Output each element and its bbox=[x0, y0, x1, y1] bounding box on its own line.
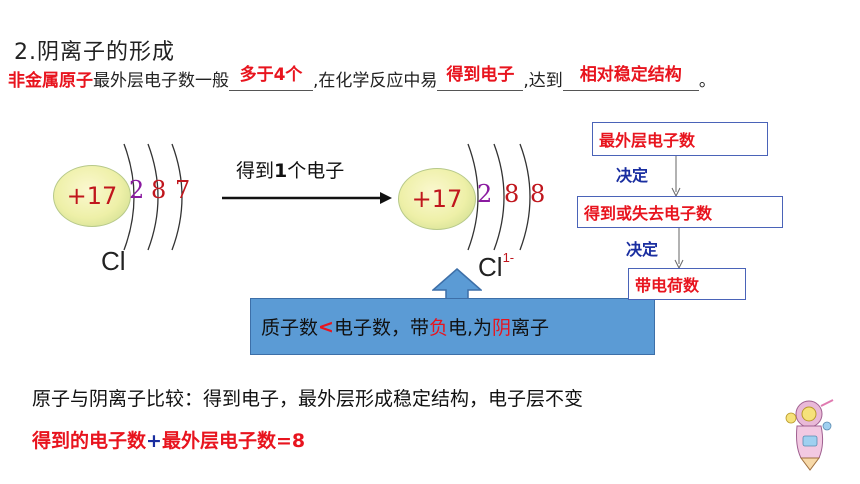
flow-box-outer-electrons: 最外层电子数 bbox=[592, 122, 768, 156]
intro-sentence: 非金属原子最外层电子数一般多于4个,在化学反应中易得到电子,达到相对稳定结构。 bbox=[8, 65, 716, 91]
atom-symbol: Cl bbox=[101, 246, 126, 276]
blank-more-than-four: 多于4个 bbox=[229, 65, 313, 91]
atom-shell-arcs bbox=[123, 143, 183, 251]
flow-arrow-1 bbox=[671, 156, 681, 198]
atom-nucleus: +17 bbox=[53, 165, 131, 227]
pencil-mascot-illustration bbox=[785, 399, 834, 471]
nonmetal-atom-term: 非金属原子 bbox=[8, 71, 93, 91]
section-heading: 2.阴离子的形成 bbox=[14, 40, 175, 65]
blank-gain-electrons: 得到电子 bbox=[437, 65, 524, 91]
flow-box-charge: 带电荷数 bbox=[628, 268, 746, 300]
sentence-part: ,达到 bbox=[523, 71, 563, 91]
ion-charge: 1- bbox=[502, 250, 515, 266]
sentence-part: ,在化学反应中易 bbox=[313, 71, 438, 91]
flow-arrow-2 bbox=[674, 228, 684, 270]
sentence-end: 。 bbox=[698, 71, 716, 91]
atom-shell-3: 7 bbox=[175, 176, 191, 204]
atom-shell-1: 2 bbox=[129, 176, 145, 204]
ion-symbol: Cl1- bbox=[478, 250, 515, 282]
electron-formula: 得到的电子数+最外层电子数=8 bbox=[32, 430, 306, 452]
flow-determines-2: 决定 bbox=[626, 240, 659, 259]
ion-shell-2: 8 bbox=[504, 180, 520, 208]
atom-shell-2: 8 bbox=[151, 176, 167, 204]
callout-pointer-arrow bbox=[432, 268, 482, 300]
reaction-arrow bbox=[222, 192, 392, 204]
flow-determines-1: 决定 bbox=[616, 166, 649, 185]
ion-shell-3: 8 bbox=[530, 180, 546, 208]
arrow-label: 得到1个电子 bbox=[236, 160, 345, 182]
flow-box-gain-loss: 得到或失去电子数 bbox=[577, 196, 783, 228]
ion-shell-1: 2 bbox=[477, 180, 493, 208]
comparison-text: 原子与阴离子比较：得到电子，最外层形成稳定结构，电子层不变 bbox=[32, 388, 584, 410]
ion-nucleus: +17 bbox=[398, 168, 476, 230]
ion-shell-arcs bbox=[467, 143, 531, 251]
anion-callout: 质子数<电子数，带负电,为阴离子 bbox=[250, 298, 655, 355]
blank-stable-structure: 相对稳定结构 bbox=[562, 65, 699, 91]
sentence-part: 最外层电子数一般 bbox=[93, 71, 229, 91]
